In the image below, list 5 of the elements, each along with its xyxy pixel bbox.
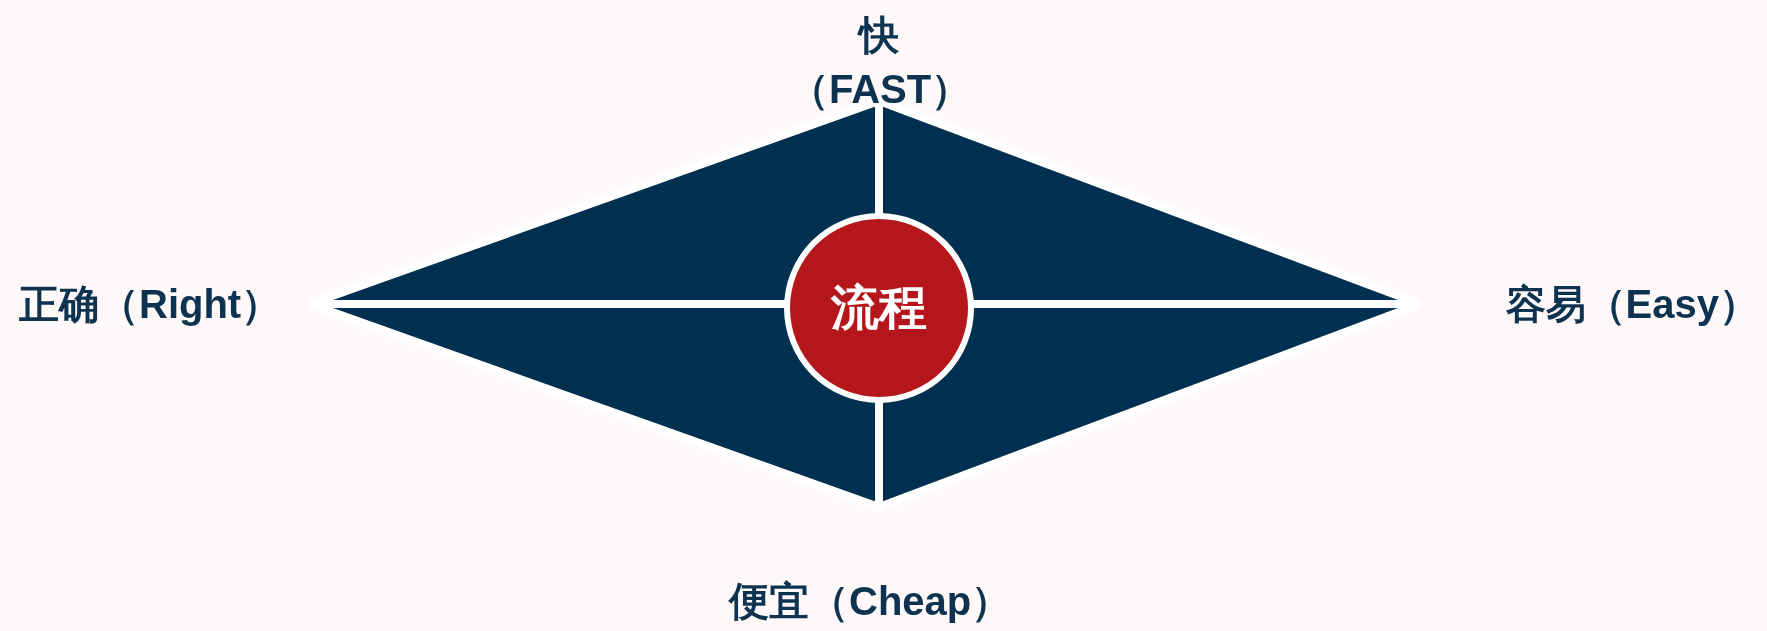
- axis-label: 便宜（Cheap）: [729, 578, 1012, 625]
- axis-label: 快（FAST）: [789, 12, 969, 113]
- center-label: 流程: [831, 278, 927, 337]
- axis-label: 正确（Right）: [19, 281, 282, 328]
- axis-label: 容易（Easy）: [1505, 281, 1759, 328]
